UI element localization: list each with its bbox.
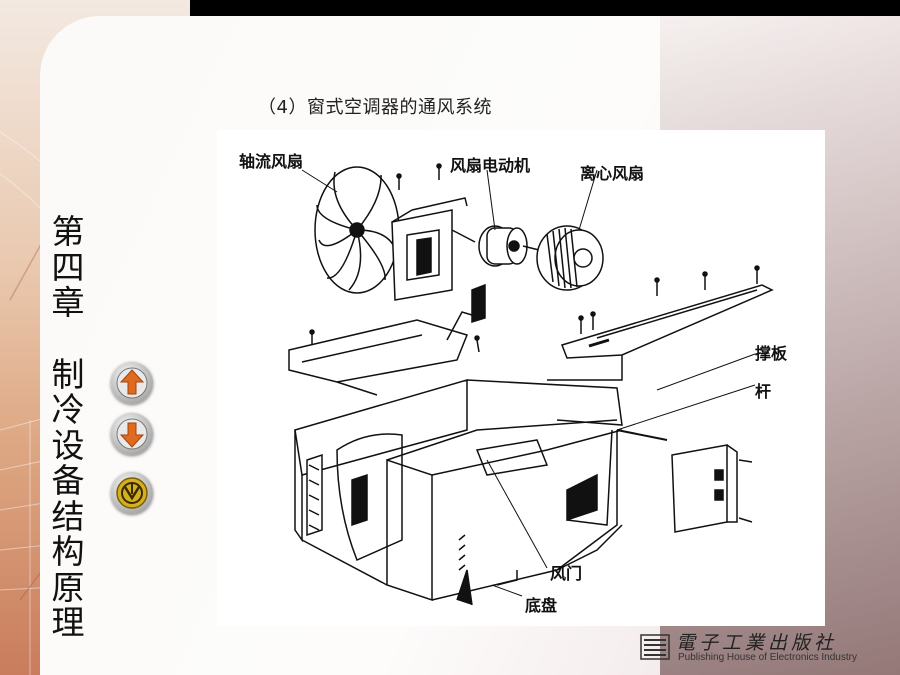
chassis-drawing: [294, 379, 623, 606]
chapter-char: 四: [51, 247, 85, 287]
up-arrow-icon: [116, 367, 148, 399]
subject-char: 冷: [51, 390, 85, 429]
leader-lines-drawing: [301, 169, 756, 597]
publisher-name-cn: 電子工業出版社: [676, 632, 838, 654]
subject-char: 原: [51, 567, 85, 607]
centrifugal-fan-drawing: [536, 225, 604, 291]
subject-char: 构: [51, 532, 85, 571]
fan-bracket-drawing: [391, 197, 476, 301]
next-slide-button[interactable]: [111, 413, 153, 455]
subject-char: 结: [51, 496, 85, 536]
chapter-char: 第: [51, 212, 85, 251]
slide-heading: （4）窗式空调器的通风系统: [258, 97, 492, 118]
fan-motor-drawing: [478, 225, 540, 267]
subject-char: 理: [51, 603, 85, 642]
exploded-view-drawing: [288, 163, 774, 606]
publisher-logo-icon: [640, 634, 670, 660]
subject-char: 备: [51, 461, 85, 500]
label-fan-motor: 风扇电动机: [450, 156, 531, 175]
return-button[interactable]: [111, 472, 153, 514]
down-arrow-icon: [116, 418, 148, 450]
top-rail-drawing: [547, 284, 774, 381]
label-brace-plate: 撑板: [755, 344, 788, 363]
label-centrifugal-fan: 离心风扇: [580, 164, 645, 183]
chapter-char: 章: [51, 283, 85, 322]
brace-plate-drawing: [671, 444, 753, 533]
label-air-door: 风门: [550, 564, 583, 583]
publisher-name-en: Publishing House of Electronics Industry: [678, 652, 857, 663]
subject-char: 设: [51, 425, 85, 465]
return-icon: [116, 477, 148, 509]
publisher-footer: 電子工業出版社 Publishing House of Electronics …: [640, 630, 870, 666]
subject-char: 制: [51, 354, 85, 394]
screws-drawing: [309, 163, 760, 353]
label-base-pan: 底盘: [525, 596, 558, 615]
ventilation-diagram: 轴流风扇 风扇电动机 离心风扇 撑板 杆 风门 底盘: [217, 130, 825, 626]
title-gap: [46, 321, 90, 357]
top-cover-plate-drawing: [288, 311, 473, 396]
label-axial-fan: 轴流风扇: [239, 152, 304, 171]
axial-fan-drawing: [314, 166, 400, 294]
label-rod: 杆: [755, 382, 772, 401]
vertical-chapter-title: 第 四 章 制 冷 设 备 结 构 原 理: [46, 214, 90, 641]
prev-slide-button[interactable]: [111, 362, 153, 404]
